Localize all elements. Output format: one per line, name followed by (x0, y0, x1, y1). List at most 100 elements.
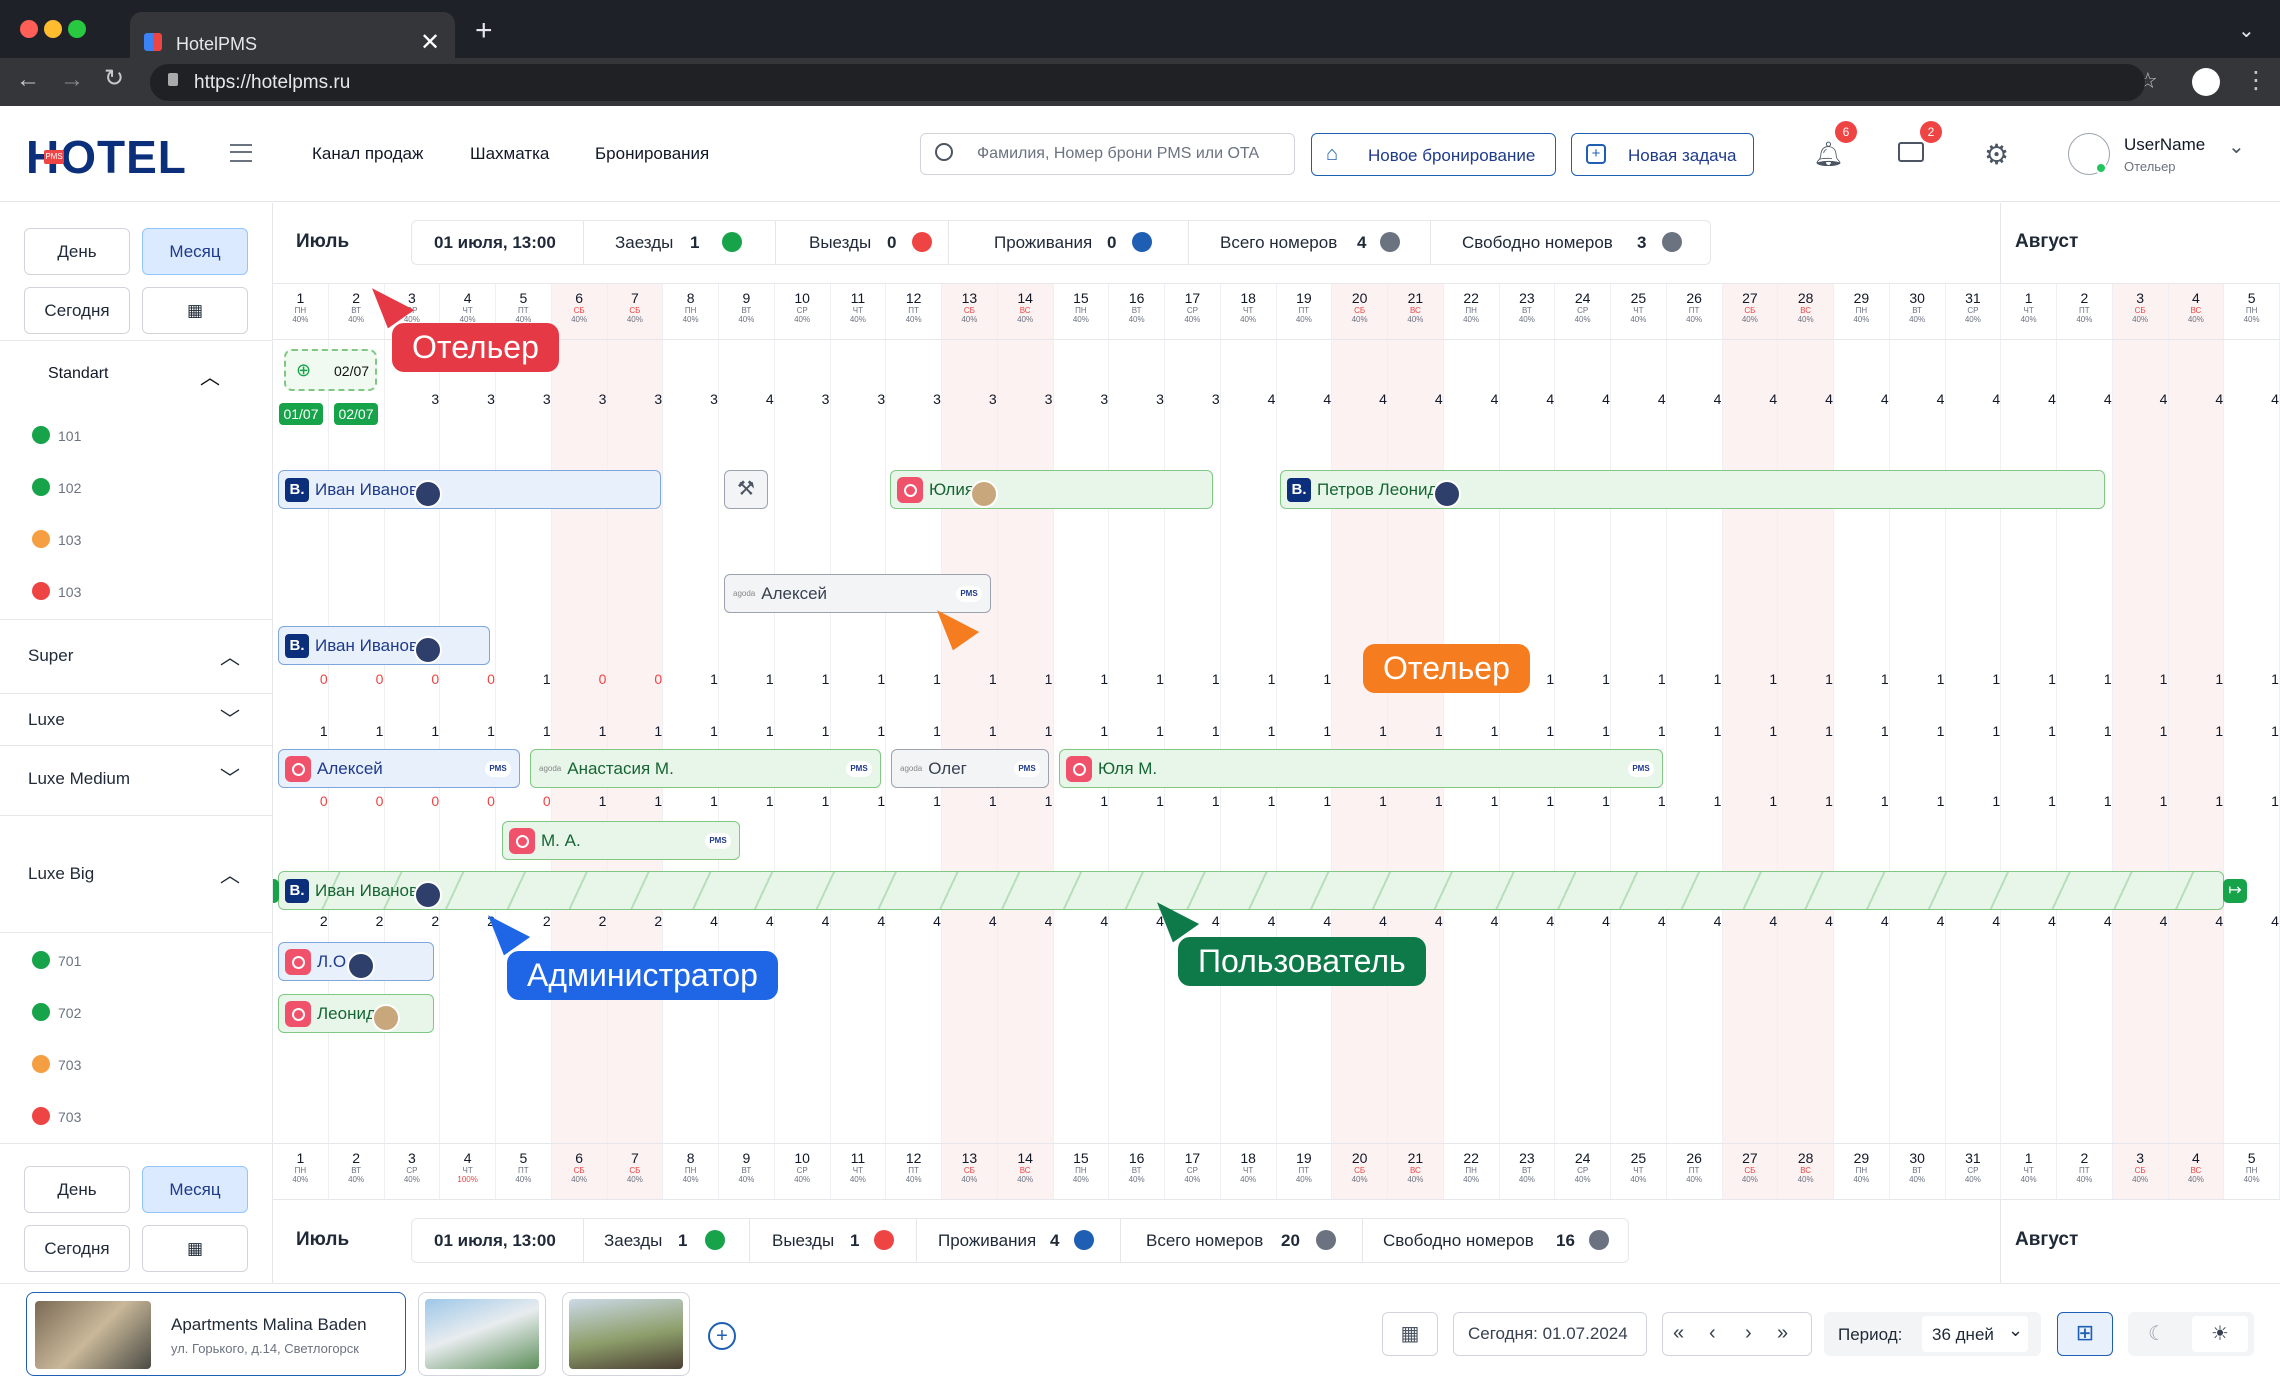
close-window-button[interactable] (20, 20, 38, 38)
moon-icon[interactable]: ☾ (2148, 1323, 2166, 1345)
user-name[interactable]: UserName (2124, 135, 2206, 154)
new-booking-button[interactable]: ⌂ Новое бронирование (1311, 133, 1556, 176)
next-page-icon[interactable]: › (1745, 1322, 1752, 1344)
user-menu-chevron-icon[interactable]: ⌄ (2228, 136, 2245, 158)
tab-list-chevron-icon[interactable]: ⌄ (2238, 20, 2255, 42)
calendar-picker-button-bottom[interactable]: ▦ (142, 1225, 248, 1272)
today-button-bottom[interactable]: Сегодня (24, 1225, 130, 1272)
mail-icon[interactable] (1898, 142, 1924, 162)
calendar-picker-button[interactable]: ▦ (142, 287, 248, 334)
chevron-down-icon[interactable]: ﹀ (220, 768, 240, 790)
view-day-button[interactable]: День (24, 228, 130, 275)
add-property-icon[interactable]: + (708, 1322, 736, 1350)
search-input[interactable]: Фамилия, Номер брони PMS или OTA (920, 133, 1295, 175)
booking-bar[interactable]: Леонид (278, 994, 434, 1033)
address-bar[interactable]: https://hotelpms.ru (150, 64, 2145, 101)
booking-bar[interactable]: B. Петров Леонид (1280, 470, 2105, 509)
maximize-window-button[interactable] (68, 20, 86, 38)
period-select[interactable]: Период: 36 дней ⌄ (1824, 1312, 2041, 1356)
chevron-up-icon[interactable]: ︿ (220, 865, 240, 887)
avatar[interactable] (2068, 133, 2110, 175)
browser-tab[interactable]: HotelPMS ✕ (130, 12, 455, 58)
nav-bookings[interactable]: Бронирования (595, 144, 710, 163)
forward-icon[interactable]: → (60, 66, 84, 93)
booking-bar[interactable]: B. Иван Иванов (278, 626, 490, 665)
chevron-up-icon[interactable]: ︿ (200, 367, 220, 389)
booking-bar[interactable]: Юлия (890, 470, 1213, 509)
nav-sales-channel[interactable]: Канал продаж (312, 144, 424, 163)
category-super[interactable]: Super (28, 646, 74, 665)
first-page-icon[interactable]: « (1673, 1322, 1685, 1344)
booking-bar[interactable]: B. Иван Иванов (278, 871, 2224, 910)
booking-bar[interactable]: agoda Алексей PMS (724, 574, 991, 613)
view-month-button-bottom[interactable]: Месяц (142, 1166, 248, 1213)
booking-bar[interactable]: agoda Олег PMS (891, 749, 1049, 788)
reload-icon[interactable]: ↻ (104, 65, 125, 92)
view-month-button[interactable]: Месяц (142, 228, 248, 275)
extension-icon[interactable] (2192, 68, 2220, 96)
category-luxe[interactable]: Luxe (28, 710, 65, 729)
gear-icon[interactable]: ⚙ (1984, 139, 2010, 170)
new-tab-icon[interactable]: + (475, 14, 493, 47)
booking-bar[interactable]: Л.О. (278, 942, 434, 981)
grid-view-icon[interactable]: ⊞ (2057, 1312, 2113, 1356)
hamburger-menu-icon[interactable] (230, 144, 252, 162)
booking-bar[interactable]: Юля М. PMS (1059, 749, 1663, 788)
property-card[interactable] (418, 1292, 546, 1376)
chevron-up-icon[interactable]: ︿ (220, 647, 240, 669)
category-luxe-medium[interactable]: Luxe Medium (28, 769, 131, 788)
maintenance-hammer-icon[interactable]: ⚒ (724, 470, 768, 509)
calendar-icon[interactable]: ▦ (1382, 1312, 1438, 1356)
